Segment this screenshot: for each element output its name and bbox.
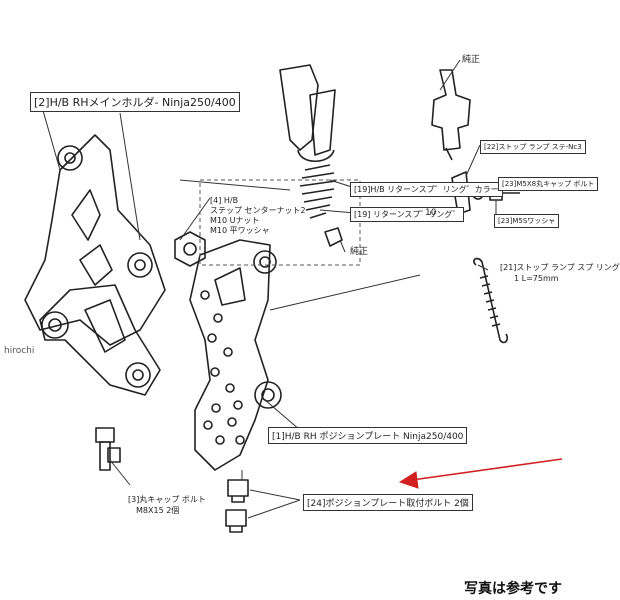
label-part-24: [24]ポジションプレート取付ボルト 2個: [303, 494, 473, 511]
label-part-19b: [19] リターンスプ゛リング゛: [350, 207, 465, 222]
red-arrow: [398, 458, 563, 489]
label-part-4-line1: [4] H/B: [210, 196, 239, 205]
label-junsei-1: 純正: [462, 55, 481, 65]
footpeg-shaft: [279, 64, 319, 151]
label-part-10: 10: [425, 208, 437, 218]
label-part-4-line2: ステップ センターナット2: [210, 206, 306, 215]
label-part-3: [3]丸キャップ ボルト M8X15 2個: [128, 494, 206, 516]
label-part-22: [22]ストップ ランプ ステ-Nc3: [480, 140, 586, 154]
holder-hole-mid: [127, 252, 153, 278]
watermark: hirochi: [4, 346, 35, 356]
main-holder-plate: [24, 134, 166, 346]
caption: 写真は参考です: [464, 581, 562, 597]
parts-diagram: [24, 59, 563, 533]
bolt-left: [95, 427, 121, 471]
lower-link-plate: [39, 284, 161, 396]
label-part-3-line1: [3]丸キャップ ボルト: [128, 495, 206, 504]
label-part-2: [2]H/B RHメインホルダ- Ninja250/400: [30, 92, 240, 112]
label-part-21-line1: [21]ストップ ランプ スプ リング: [500, 263, 620, 272]
label-part-21-line2: 1 L=75mm: [514, 274, 559, 283]
center-nut: [174, 231, 206, 267]
label-part-4: [4] H/B ステップ センターナット2 M10 Uナット M10 平ワッシャ: [210, 196, 306, 236]
label-part-4-line3: M10 Uナット: [210, 216, 260, 225]
stop-lamp-switch: [431, 69, 471, 151]
holder-hole-top: [57, 145, 83, 171]
return-spring: [299, 164, 337, 219]
label-part-23a: [23]M5X8丸キャップ ボルト: [498, 177, 599, 191]
label-part-19a: [19]H/B リターンスプ゛リング゛カラー: [350, 182, 503, 197]
bolt-24-upper: [227, 479, 249, 503]
label-part-23b: [23]M5Sワッシャ: [494, 214, 560, 228]
label-part-3-line2: M8X15 2個: [136, 506, 180, 515]
label-junsei-2: 純正: [350, 247, 369, 257]
stop-lamp-bracket: [451, 171, 471, 215]
bolt-24-lower: [225, 509, 247, 533]
label-part-21: [21]ストップ ランプ スプ リング 1 L=75mm: [500, 262, 620, 284]
label-part-4-line4: M10 平ワッシャ: [210, 226, 270, 235]
label-part-1: [1]H/B RH ポジションプレート Ninja250/400: [268, 427, 468, 444]
